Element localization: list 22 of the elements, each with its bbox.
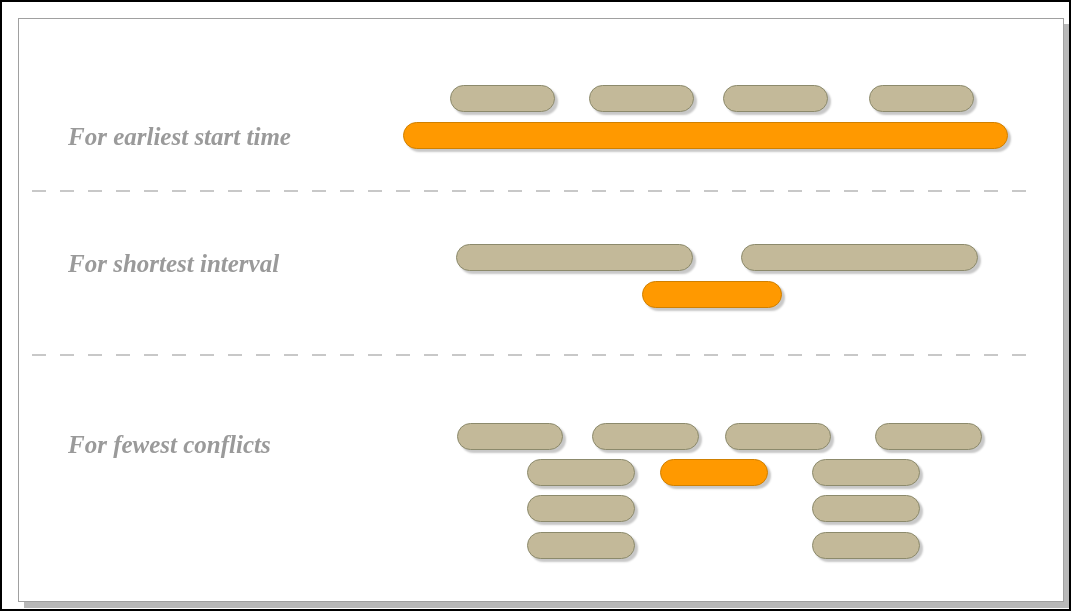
highlighted-interval-bar xyxy=(642,281,782,308)
interval-bar xyxy=(812,459,920,486)
highlighted-interval-bar xyxy=(660,459,768,486)
interval-bar xyxy=(527,532,635,559)
interval-bar xyxy=(741,244,978,271)
interval-bar xyxy=(527,459,635,486)
interval-bar xyxy=(457,423,563,450)
row-label: For earliest start time xyxy=(68,122,291,152)
interval-bar xyxy=(450,85,555,112)
interval-bar xyxy=(723,85,828,112)
interval-bar xyxy=(875,423,982,450)
row-label: For shortest interval xyxy=(68,249,280,279)
interval-bar xyxy=(592,423,699,450)
interval-bar xyxy=(527,495,635,522)
interval-bar xyxy=(869,85,974,112)
row-label: For fewest conflicts xyxy=(68,430,271,460)
interval-bar xyxy=(725,423,831,450)
interval-bar xyxy=(812,532,920,559)
interval-bar xyxy=(812,495,920,522)
interval-bar xyxy=(456,244,693,271)
interval-bar xyxy=(589,85,694,112)
highlighted-interval-bar xyxy=(403,122,1008,149)
